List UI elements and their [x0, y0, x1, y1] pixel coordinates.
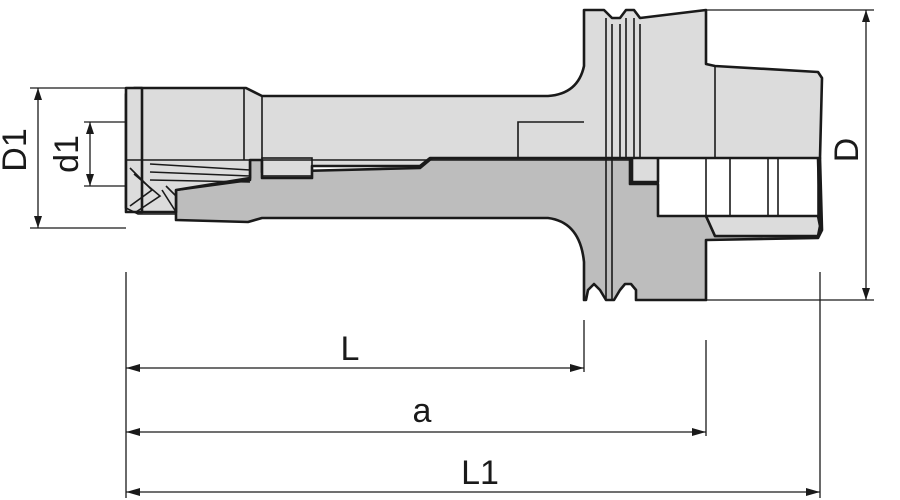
label-L1: L1	[461, 454, 499, 492]
flange-grooves	[605, 18, 641, 300]
label-L: L	[341, 330, 360, 368]
label-D: D	[828, 138, 866, 163]
dimension-d1	[84, 121, 126, 187]
taper-shank	[657, 66, 822, 238]
dimensions: D1 d1 D L	[0, 9, 874, 498]
dimension-D1	[30, 87, 126, 229]
flange-step	[517, 121, 584, 158]
label-d1: d1	[48, 135, 86, 173]
dimension-L	[126, 364, 584, 372]
collet-nut-face	[124, 86, 144, 214]
dimension-L1	[126, 488, 820, 496]
label-D1: D1	[0, 128, 34, 171]
dimension-a	[126, 428, 706, 436]
dimension-D	[706, 9, 874, 301]
clamping-slot	[261, 157, 313, 177]
tool-holder-body	[124, 8, 824, 302]
collet	[125, 159, 251, 215]
label-a: a	[413, 392, 432, 430]
